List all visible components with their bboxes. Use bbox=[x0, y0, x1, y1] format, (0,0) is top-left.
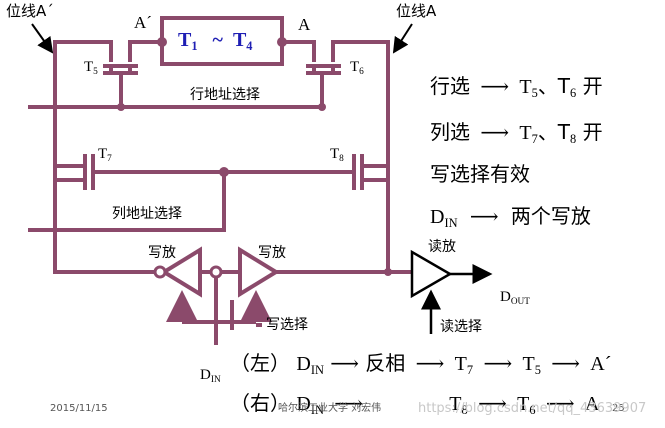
t7-label: T7 bbox=[98, 146, 112, 165]
path-right: （右） DIN ⟶ T8 ⟶ T6 ⟶ A bbox=[230, 391, 600, 418]
read-amp-label: 读放 bbox=[428, 239, 456, 255]
din-label: DIN bbox=[200, 367, 221, 386]
row-select-label: 行地址选择 bbox=[190, 87, 260, 103]
read-select-label: 读选择 bbox=[440, 319, 482, 335]
note-din: DIN ⟶ 两个写放 bbox=[430, 204, 591, 231]
dout-label: DOUT bbox=[500, 289, 530, 308]
t5-label: T5 bbox=[84, 59, 98, 78]
write-amp-right-label: 写放 bbox=[258, 245, 286, 261]
read-amp bbox=[410, 249, 453, 299]
col-select-label: 列地址选择 bbox=[112, 206, 182, 222]
t6-label: T6 bbox=[350, 59, 364, 78]
node-right-label: A bbox=[298, 15, 311, 34]
write-select-label: 写选择 bbox=[266, 317, 308, 333]
t5-to-cell-wire bbox=[128, 40, 164, 62]
footer-page: 25 bbox=[612, 403, 625, 414]
note-row: 行选 ⟶ T5、T6 开 bbox=[430, 74, 603, 101]
path-left: （左） DIN ⟶ 反相 ⟶ T7 ⟶ T5 ⟶ A´ bbox=[230, 351, 612, 378]
bitline-right-label: 位线A bbox=[396, 2, 437, 20]
node-left-label: A´ bbox=[134, 13, 152, 32]
write-amp-left bbox=[160, 246, 202, 298]
node-right-dot bbox=[277, 37, 287, 47]
sram-cell-box bbox=[160, 16, 284, 66]
cell-label: T1 ~T4 bbox=[178, 29, 253, 54]
note-write-valid: 写选择有效 bbox=[430, 162, 530, 186]
note-col: 列选 ⟶ T7、T8 开 bbox=[430, 120, 603, 147]
node-left-dot bbox=[157, 37, 167, 47]
write-amp-left-label: 写放 bbox=[148, 245, 176, 261]
footer-author: 哈尔滨工业大学 刘宏伟 bbox=[278, 403, 382, 414]
t8-label: T8 bbox=[330, 146, 344, 165]
write-amp-right bbox=[238, 246, 280, 298]
bitline-left-label: 位线A´ bbox=[6, 2, 54, 20]
footer-date: 2015/11/15 bbox=[50, 403, 108, 414]
watermark: https://blog.csdn.net/qq_43639907 bbox=[418, 401, 647, 416]
t6-to-cell-wire bbox=[280, 40, 316, 62]
